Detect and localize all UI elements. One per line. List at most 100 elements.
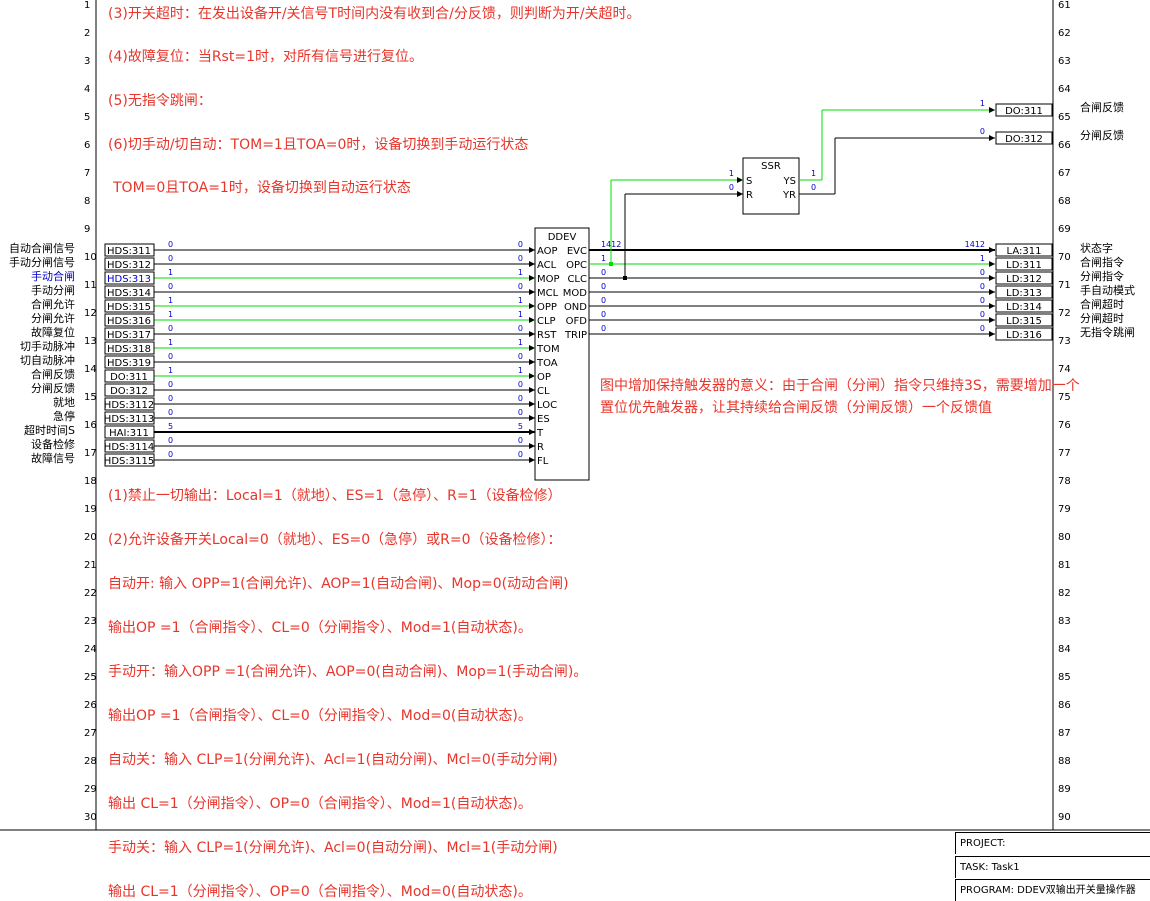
note-switch-auto: TOM=0且TOA=1时，设备切换到自动运行状态 — [113, 180, 411, 196]
row-number-left: 28 — [84, 756, 97, 767]
row-number-right: 85 — [1058, 672, 1071, 683]
input-signal-label: 超时时间S — [24, 424, 75, 437]
note-manual-open-output: 输出OP =1（合闸指令）、CL=0（分闸指令）、Mod=0(自动状态)。 — [108, 708, 532, 724]
input-tag-box — [104, 243, 155, 257]
title-block-program: PROGRAM: DDEV双输出开关量操作器 — [955, 879, 1150, 901]
ddev-input-pin: FL — [537, 456, 549, 467]
input-tag-box — [104, 299, 155, 313]
ssr-yr-pin: YR — [782, 190, 796, 201]
output-arrow — [989, 247, 995, 253]
ssr-r-arrow — [737, 191, 743, 197]
output-signal-label: 合闸超时 — [1080, 298, 1124, 311]
ssr-r-value: 0 — [729, 183, 734, 192]
input-tag-box — [104, 271, 155, 285]
input-signal-label: 分闸反馈 — [31, 382, 75, 395]
input-tag: DO:311 — [110, 372, 148, 383]
input-value: 0 — [168, 408, 173, 417]
row-number-right: 69 — [1058, 224, 1071, 235]
feedback-tag: DO:312 — [1005, 134, 1043, 145]
row-number-right: 77 — [1058, 448, 1071, 459]
output-tag-box — [995, 299, 1053, 313]
ddev-input-pin: CLP — [537, 316, 556, 327]
output-tag-value: 0 — [980, 310, 985, 319]
input-tag: HDS:314 — [107, 288, 151, 299]
ddev-output-value: 0 — [601, 324, 606, 333]
note-allow-switch: (2)允许设备开关Local=0（就地）、ES=0（急停）或R=0（设备检修）： — [108, 532, 562, 548]
ddev-input-pin: MOP — [537, 274, 560, 285]
input-tag: HDS:318 — [107, 344, 151, 355]
row-number-right: 79 — [1058, 504, 1071, 515]
input-tag-box — [104, 285, 155, 299]
title-block-task: TASK: Task1 — [955, 856, 1150, 878]
row-number-left: 15 — [84, 392, 97, 403]
row-number-right: 70 — [1058, 252, 1071, 263]
row-number-right: 63 — [1058, 56, 1071, 67]
input-arrow — [529, 317, 535, 323]
input-tag: HDS:313 — [107, 274, 151, 285]
ddev-title: DDEV — [548, 232, 577, 243]
ddev-output-value: 0 — [601, 310, 606, 319]
row-number-left: 1 — [84, 0, 91, 11]
input-value: 0 — [168, 240, 173, 249]
output-arrow — [989, 275, 995, 281]
note-open-timeout: (3)开关超时：在发出设备开/关信号T时间内没有收到合/分反馈，则判断为开/关超… — [108, 6, 641, 22]
ddev-pin-value: 1 — [518, 296, 523, 305]
input-tag-box — [104, 313, 155, 327]
ddev-pin-value: 0 — [518, 254, 523, 263]
input-arrow — [529, 331, 535, 337]
input-arrow — [529, 275, 535, 281]
input-value: 1 — [168, 366, 173, 375]
row-number-right: 74 — [1058, 364, 1071, 375]
input-tag-box — [104, 411, 155, 425]
output-tag-value: 0 — [980, 268, 985, 277]
output-arrow — [989, 261, 995, 267]
feedback-signal-label: 分闸反馈 — [1080, 129, 1124, 142]
ddev-pin-value: 1 — [518, 338, 523, 347]
ddev-pin-value: 1 — [518, 310, 523, 319]
ddev-pin-value: 0 — [518, 352, 523, 361]
row-number-right: 61 — [1058, 0, 1071, 11]
input-tag: HDS:316 — [107, 316, 151, 327]
input-signal-label: 自动合闸信号 — [9, 242, 75, 255]
row-number-left: 26 — [84, 700, 97, 711]
output-arrow — [989, 317, 995, 323]
input-signal-label: 切手动脉冲 — [20, 340, 75, 353]
output-tag-box — [995, 313, 1053, 327]
row-number-left: 27 — [84, 728, 97, 739]
row-number-left: 10 — [84, 252, 97, 263]
row-number-left: 29 — [84, 784, 97, 795]
row-number-right: 64 — [1058, 84, 1071, 95]
row-number-right: 75 — [1058, 392, 1071, 403]
note-no-command-trip: (5)无指令跳闸： — [108, 93, 212, 109]
input-tag-box — [104, 397, 155, 411]
input-tag-box — [104, 257, 155, 271]
row-number-left: 30 — [84, 812, 97, 823]
note-inhibit-output: (1)禁止一切输出：Local=1（就地）、ES=1（急停）、R=1（设备检修） — [108, 488, 562, 504]
input-tag-box — [104, 425, 155, 439]
input-arrow — [529, 457, 535, 463]
row-number-left: 5 — [84, 112, 91, 123]
row-number-left: 18 — [84, 476, 97, 487]
output-signal-label: 分闸指令 — [1080, 270, 1124, 283]
ddev-input-pin: RST — [537, 330, 557, 341]
ddev-input-pin: LOC — [537, 400, 557, 411]
row-number-left: 7 — [84, 168, 91, 179]
ddev-pin-value: 0 — [518, 282, 523, 291]
output-signal-label: 无指令跳闸 — [1080, 326, 1135, 339]
output-tag: LD:316 — [1006, 330, 1042, 341]
feedback-arrow — [989, 135, 995, 141]
input-arrow — [529, 261, 535, 267]
ddev-input-pin: OPP — [537, 302, 557, 313]
row-number-left: 14 — [84, 364, 97, 375]
row-number-left: 4 — [84, 84, 91, 95]
ddev-output-value: 1 — [601, 254, 606, 263]
ddev-pin-value: 0 — [518, 408, 523, 417]
ddev-pin-value: 0 — [518, 240, 523, 249]
row-number-left: 19 — [84, 504, 97, 515]
input-value: 0 — [168, 450, 173, 459]
input-tag: HDS:3115 — [104, 456, 154, 467]
input-signal-label: 就地 — [53, 396, 75, 409]
ddev-input-pin: MCL — [537, 288, 559, 299]
row-number-right: 76 — [1058, 420, 1071, 431]
